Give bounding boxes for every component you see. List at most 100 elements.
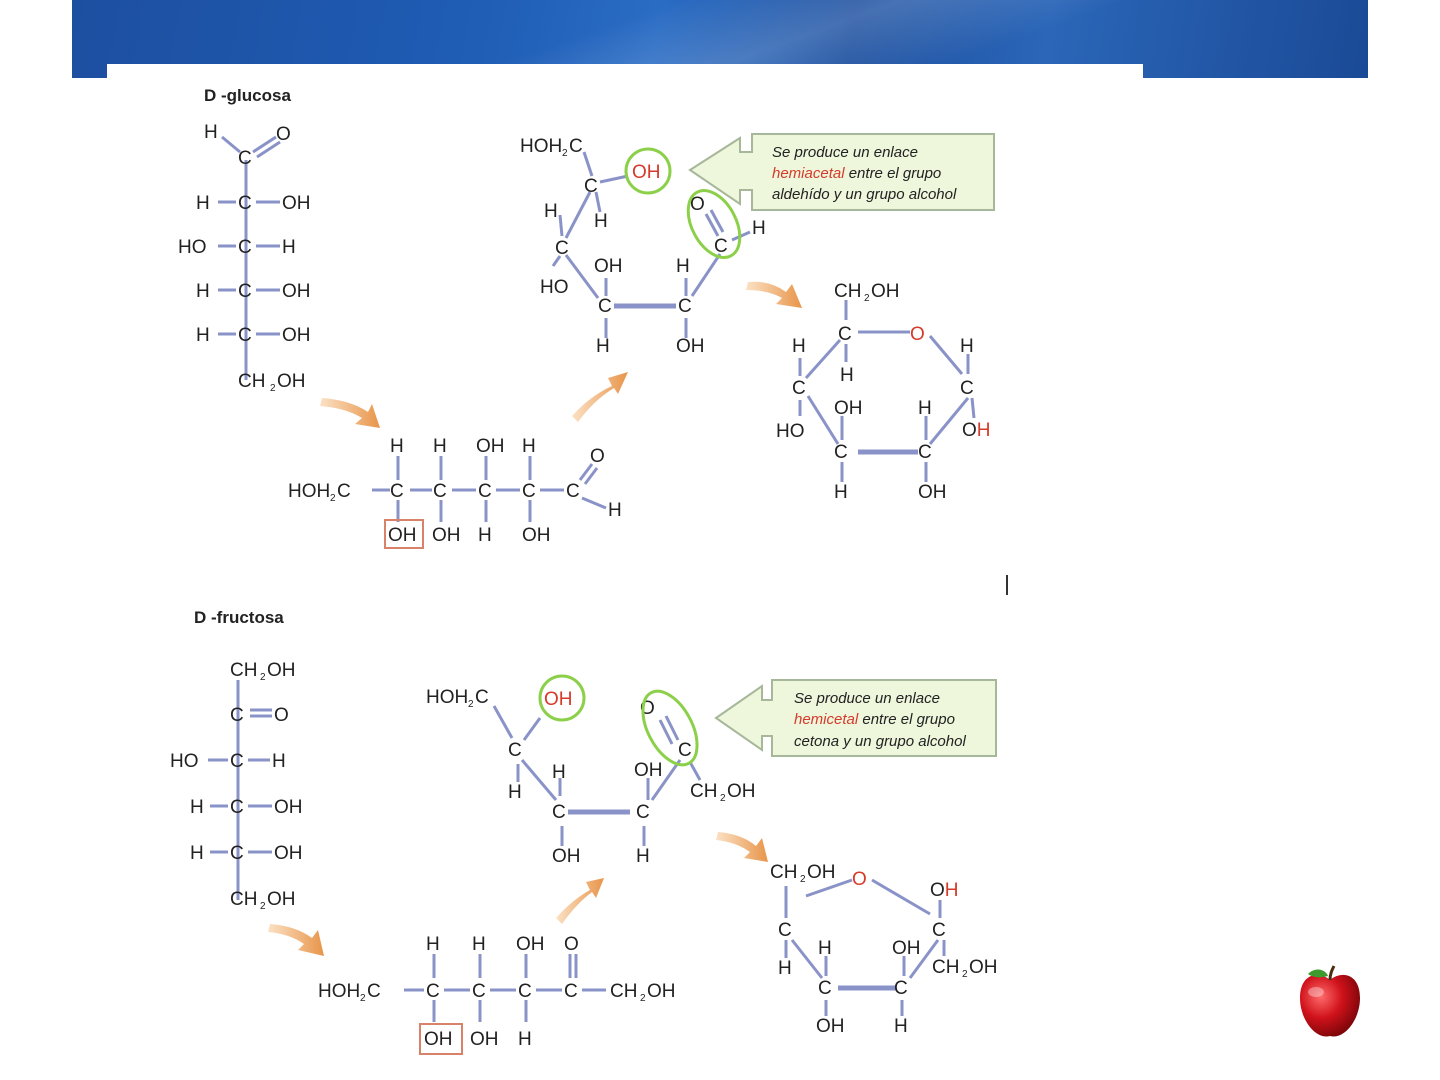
svg-text:OH: OH	[282, 193, 311, 214]
svg-text:C: C	[230, 751, 244, 772]
fructose-title: D -fructosa	[194, 608, 284, 627]
svg-text:2: 2	[360, 993, 366, 1004]
svg-text:H: H	[778, 958, 792, 979]
svg-text:C: C	[508, 740, 522, 761]
svg-text:H: H	[518, 1029, 532, 1050]
svg-text:2: 2	[720, 793, 726, 804]
svg-text:O: O	[690, 194, 705, 215]
svg-text:H: H	[676, 256, 690, 277]
fructose-callout-highlight: hemicetal	[794, 711, 859, 728]
svg-text:OH: OH	[871, 281, 900, 302]
glucose-callout-line2: entre el grupo	[845, 165, 942, 182]
fructose-oh-circle	[538, 674, 586, 722]
fructose-callout-line2: entre el grupo	[858, 711, 955, 728]
svg-text:C: C	[598, 296, 612, 317]
svg-text:H: H	[544, 201, 558, 222]
svg-text:OH: OH	[552, 846, 581, 867]
svg-text:O: O	[276, 124, 291, 145]
svg-text:C: C	[566, 481, 580, 502]
svg-text:H: H	[196, 325, 210, 346]
apple-icon	[1300, 965, 1360, 1037]
svg-text:OH: OH	[470, 1029, 499, 1050]
svg-text:HOH: HOH	[426, 687, 468, 708]
svg-text:C: C	[678, 296, 692, 317]
svg-text:OH: OH	[969, 957, 998, 978]
svg-text:OH: OH	[632, 162, 661, 183]
svg-text:HO: HO	[178, 237, 207, 258]
svg-text:OH: OH	[834, 398, 863, 419]
svg-text:C: C	[818, 978, 832, 999]
glucose-oh-c5-box	[384, 519, 424, 549]
svg-text:C: C	[478, 481, 492, 502]
svg-text:C: C	[518, 981, 532, 1002]
svg-text:CH: CH	[690, 781, 717, 802]
svg-text:OH: OH	[816, 1016, 845, 1037]
svg-text:H: H	[426, 934, 440, 955]
svg-text:OH: OH	[282, 325, 311, 346]
glucose-arrow-1	[320, 398, 380, 428]
svg-text:H: H	[204, 122, 218, 143]
svg-text:OH: OH	[282, 281, 311, 302]
svg-text:C: C	[238, 237, 252, 258]
svg-text:C: C	[238, 193, 252, 214]
svg-text:H: H	[834, 482, 848, 503]
svg-text:HOH: HOH	[288, 481, 330, 502]
fructose-oh-c5-box	[419, 1023, 463, 1055]
svg-text:C: C	[230, 705, 244, 726]
svg-text:OH: OH	[634, 760, 663, 781]
fructose-co-circle	[641, 689, 699, 767]
svg-text:H: H	[608, 500, 622, 521]
svg-text:H: H	[196, 193, 210, 214]
svg-text:OH: OH	[267, 889, 296, 910]
fructose-arrow-3	[716, 832, 768, 862]
svg-text:CH: CH	[238, 371, 265, 392]
svg-text:H: H	[272, 751, 286, 772]
svg-text:H: H	[918, 398, 932, 419]
svg-text:CH: CH	[770, 862, 797, 883]
svg-text:H: H	[522, 436, 536, 457]
glucose-title: D -glucosa	[204, 86, 291, 105]
svg-text:OH: OH	[516, 934, 545, 955]
svg-text:C: C	[552, 802, 566, 823]
svg-text:C: C	[792, 378, 806, 399]
svg-text:H: H	[433, 436, 447, 457]
svg-text:H: H	[190, 843, 204, 864]
svg-text:2: 2	[800, 874, 806, 885]
svg-text:OH: OH	[274, 797, 303, 818]
figure-background	[107, 64, 1143, 1080]
svg-text:H: H	[478, 525, 492, 546]
fructose-fischer	[208, 680, 272, 900]
svg-text:H: H	[792, 336, 806, 357]
svg-text:OH: OH	[594, 256, 623, 277]
svg-text:hemiacetal entre el grupo: hemiacetal entre el grupo	[772, 165, 941, 182]
svg-text:OH: OH	[892, 938, 921, 959]
svg-text:C: C	[678, 740, 692, 761]
svg-text:OH: OH	[522, 525, 551, 546]
svg-text:OH: OH	[267, 660, 296, 681]
svg-text:C: C	[475, 687, 489, 708]
svg-text:H: H	[818, 938, 832, 959]
svg-text:C: C	[390, 481, 404, 502]
svg-text:C: C	[426, 981, 440, 1002]
svg-text:2: 2	[330, 493, 336, 504]
svg-text:Se produce un enlace: Se produce un enlace	[772, 144, 918, 161]
svg-text:H: H	[552, 762, 566, 783]
svg-text:C: C	[960, 378, 974, 399]
svg-text:O: O	[564, 934, 579, 955]
svg-text:C: C	[433, 481, 447, 502]
svg-text:C: C	[555, 238, 569, 259]
svg-text:OH: OH	[962, 420, 991, 441]
svg-text:HO: HO	[776, 421, 805, 442]
svg-text:2: 2	[260, 672, 266, 683]
svg-text:C: C	[564, 981, 578, 1002]
svg-text:OH: OH	[476, 436, 505, 457]
svg-text:O: O	[910, 324, 925, 345]
svg-text:2: 2	[468, 699, 474, 710]
svg-text:CH: CH	[932, 957, 959, 978]
svg-text:Se produce un enlace: Se produce un enlace	[794, 690, 940, 707]
